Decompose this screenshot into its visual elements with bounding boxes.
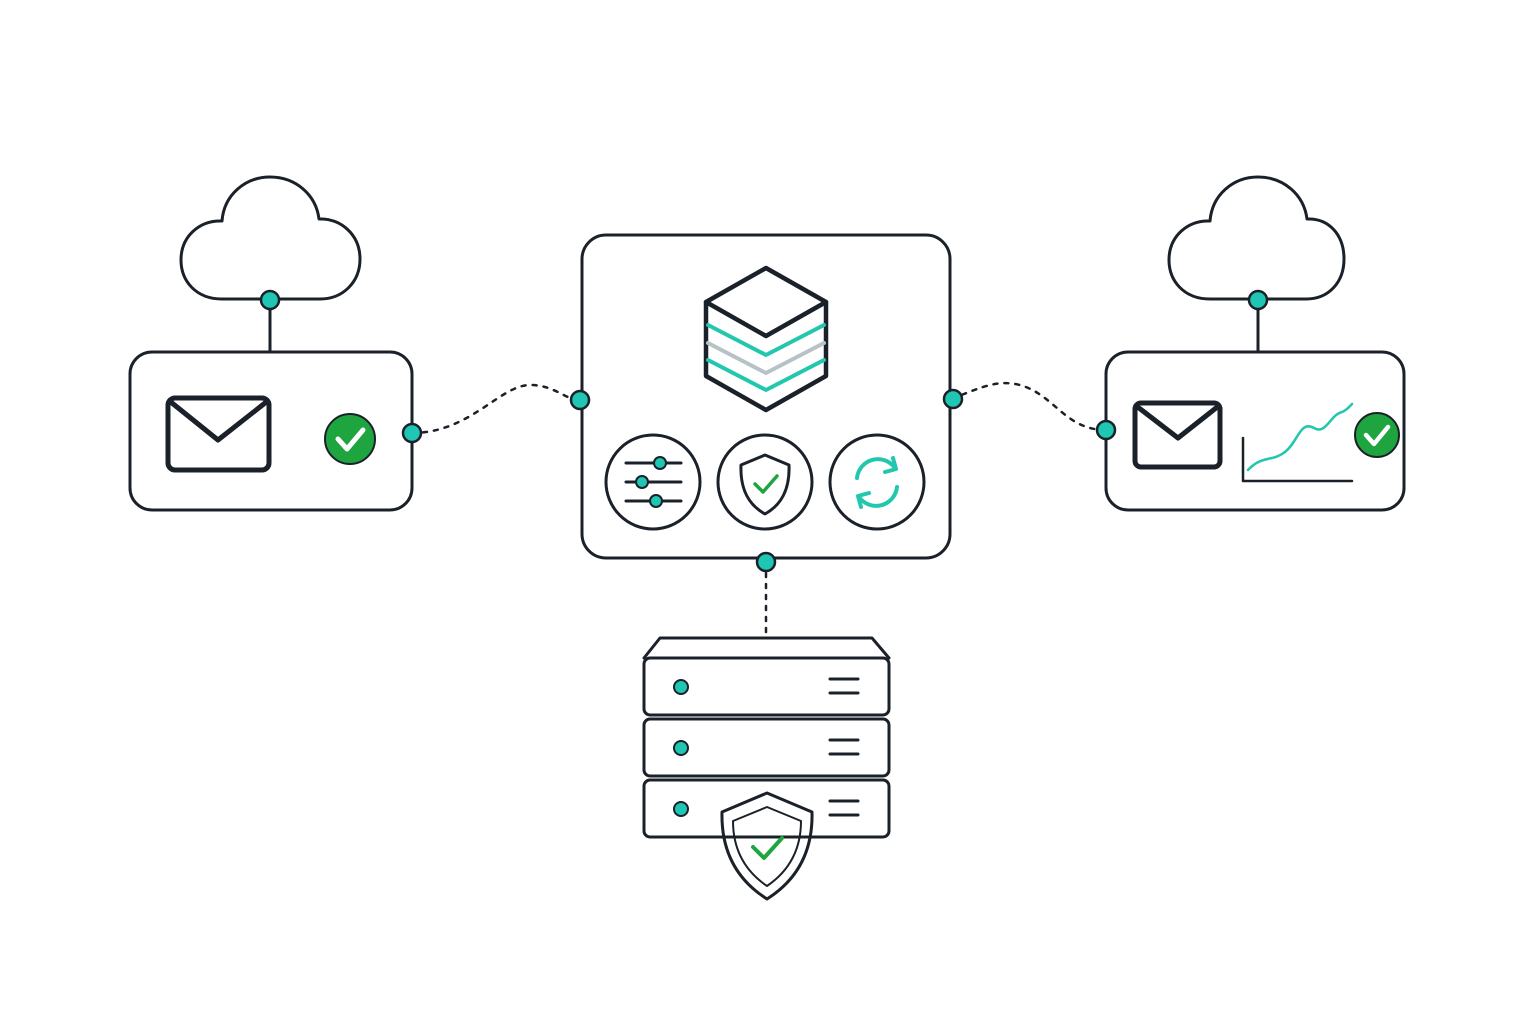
cloud-icon (1167, 175, 1346, 301)
central-hub-card[interactable] (580, 233, 952, 560)
left-client-card[interactable] (128, 350, 414, 512)
edge-hub-to-right-client (950, 381, 1108, 432)
server-stack[interactable] (642, 636, 891, 901)
node-dot (401, 422, 423, 444)
check-circle-icon (1354, 412, 1400, 458)
node-dot (259, 289, 281, 311)
node-dot (569, 389, 591, 411)
trend-chart-icon (1241, 402, 1354, 483)
cube-stack-icon (703, 265, 829, 413)
shield-check-icon (720, 791, 814, 901)
node-dot (1095, 419, 1117, 441)
shield-check-icon (739, 453, 791, 516)
security-button[interactable] (716, 433, 814, 531)
right-client-card[interactable] (1104, 350, 1406, 512)
envelope-icon (165, 395, 272, 473)
node-dot (755, 551, 777, 573)
sync-button[interactable] (828, 433, 926, 531)
connection-nodes (259, 289, 1269, 573)
cloud-icon (179, 175, 362, 301)
right-cloud (1167, 175, 1346, 301)
envelope-icon (1132, 400, 1223, 470)
sliders-icon (624, 456, 683, 508)
edge-left-client-to-hub (410, 383, 582, 435)
sync-icon (855, 456, 899, 509)
left-cloud (179, 175, 362, 301)
node-dot (942, 388, 964, 410)
check-circle-icon (324, 413, 376, 465)
node-dot (1247, 289, 1269, 311)
server-rack-icon (642, 636, 891, 839)
sliders-button[interactable] (604, 433, 702, 531)
